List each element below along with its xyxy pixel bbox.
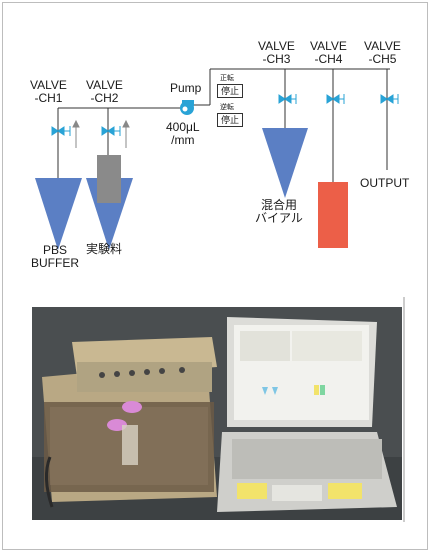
pbs-buffer-label: PBS BUFFER (31, 243, 79, 270)
valve-ch1-label: VALVE -CH1 (30, 78, 67, 105)
valve-ch3-label: VALVE -CH3 (258, 39, 295, 66)
reverse-stop-button[interactable]: 停止 (217, 113, 244, 127)
valve-ch4-label: VALVE -CH4 (310, 39, 347, 66)
valve-ch5-label: VALVE -CH5 (364, 39, 401, 66)
apparatus-photo (32, 307, 402, 520)
sample-gray-block (97, 155, 121, 203)
forward-stop-button[interactable]: 停止 (217, 84, 244, 98)
pbs-buffer-container (35, 178, 82, 250)
forward-label: 正転 (220, 75, 234, 82)
valve-ch3-icon[interactable] (278, 94, 297, 104)
valve-ch2-label: VALVE -CH2 (86, 78, 123, 105)
figure-frame (2, 2, 428, 550)
reverse-label: 逆転 (220, 104, 234, 111)
valve-ch4-icon[interactable] (326, 94, 345, 104)
pump-rate-label: 400μL /mm (166, 120, 200, 147)
valve-ch5-icon[interactable] (380, 94, 399, 104)
sample-label: 実験料 (86, 242, 123, 256)
valve-ch2-icon[interactable] (101, 126, 121, 136)
flow-schematic (35, 68, 399, 250)
ch4-red-container (318, 182, 348, 248)
valve-ch1-icon[interactable] (51, 126, 71, 136)
mixing-vial-label: 混合用 バイアル (255, 198, 303, 225)
pump-label: Pump (170, 81, 202, 95)
pump-icon[interactable] (180, 100, 194, 115)
mixing-vial-container (262, 128, 308, 198)
output-label: OUTPUT (360, 176, 410, 190)
